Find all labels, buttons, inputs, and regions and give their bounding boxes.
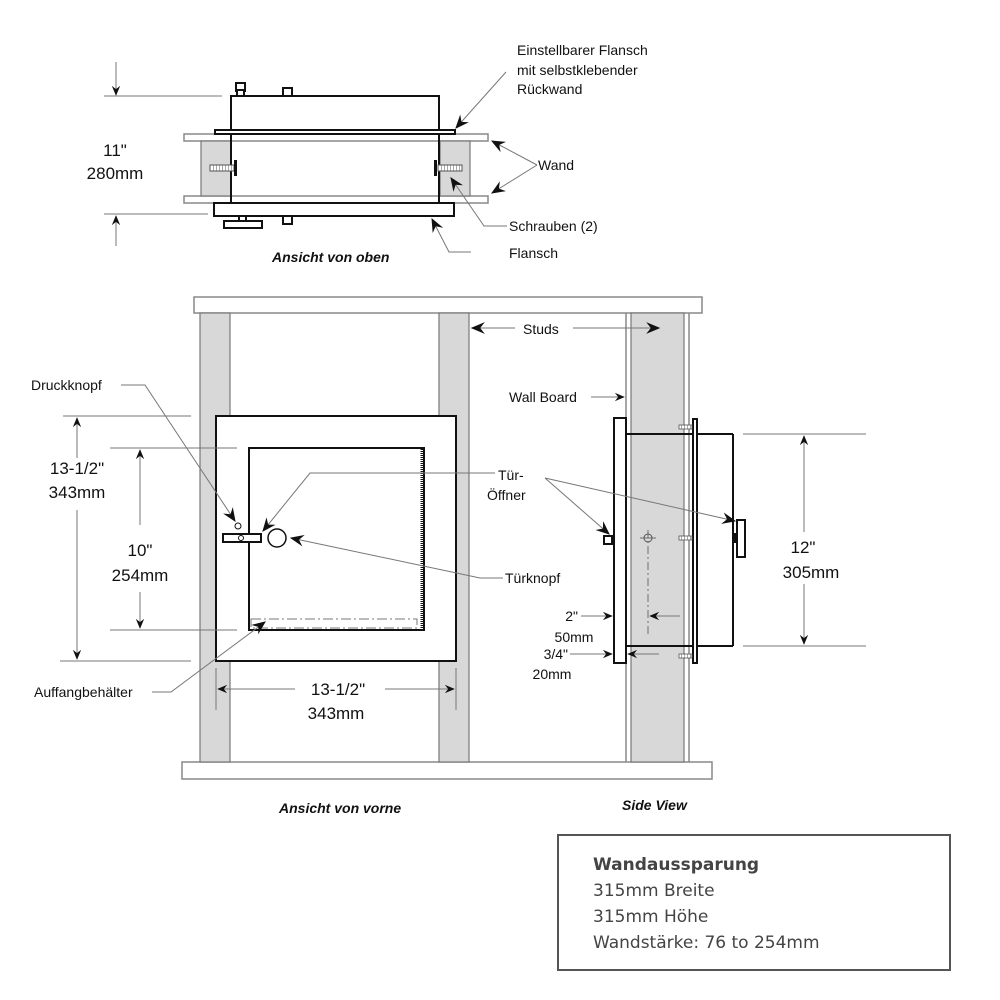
caption-top-view: Ansicht von oben <box>271 249 389 265</box>
depth-center-mm: 50mm <box>555 629 594 645</box>
leader-door-knob <box>289 534 503 579</box>
top-dim-mm: 280mm <box>87 164 144 183</box>
leader-screws <box>450 177 507 227</box>
label-wall-board: Wall Board <box>509 389 577 405</box>
label-adjustable-flange-2: mit selbstklebender <box>517 62 638 78</box>
caption-front-view: Ansicht von vorne <box>278 800 401 816</box>
outer-width-inch: 13-1/2" <box>311 680 365 699</box>
side-view: Wall Board 12" 305mm 2" 50mm 3/4" 20mm S… <box>509 389 866 813</box>
catch-tray <box>250 618 418 629</box>
top-view: 11" 280mm <box>87 42 648 265</box>
leader-flange <box>431 217 471 253</box>
depth-center-inch: 2" <box>565 608 578 624</box>
info-box-wall-thickness: Wandstärke: 76 to 254mm <box>593 933 820 953</box>
leader-wall <box>490 140 538 166</box>
bottom-plate <box>181 761 713 780</box>
stud-side <box>630 312 685 763</box>
label-screws: Schrauben (2) <box>509 218 598 234</box>
info-box-title: Wandaussparung <box>593 855 760 875</box>
front-flange <box>213 202 455 217</box>
info-box-width: 315mm Breite <box>593 881 715 901</box>
top-plate <box>193 296 703 314</box>
label-flange: Flansch <box>509 245 558 261</box>
tab <box>282 215 293 225</box>
leader-door-opener-side <box>544 477 610 535</box>
box-rear <box>230 95 440 134</box>
label-door-opener-2: Öffner <box>487 486 526 503</box>
label-adjustable-flange-3: Rückwand <box>517 81 582 97</box>
leader-push-button <box>121 384 236 522</box>
side-back-flange <box>692 418 698 664</box>
front-view: 13-1/2" 343mm 10" 254mm 13-1/2" 343mm Dr… <box>31 377 560 816</box>
caption-side-view: Side View <box>622 797 688 813</box>
tab <box>236 89 245 97</box>
side-screw <box>678 424 693 430</box>
wall-outer <box>183 133 489 142</box>
outer-height-mm: 343mm <box>49 483 106 502</box>
label-adjustable-flange-1: Einstellbarer Flansch <box>517 42 648 58</box>
door-height-mm: 254mm <box>112 566 169 585</box>
label-push-button: Druckknopf <box>31 377 102 393</box>
door-height-inch: 10" <box>128 541 153 560</box>
top-dim-inch: 11" <box>103 141 127 160</box>
label-door-opener-1: Tür- <box>498 467 524 483</box>
leader-door-opener <box>262 472 495 532</box>
flange-offset-mm: 20mm <box>533 666 572 682</box>
wall-cutout-info-box: Wandaussparung 315mm Breite 315mm Höhe W… <box>557 834 951 971</box>
label-studs: Studs <box>523 321 559 337</box>
leader-door-opener-rear <box>544 477 737 524</box>
tab <box>282 87 293 97</box>
side-front-flange <box>613 417 627 664</box>
side-height-inch: 12" <box>791 538 816 557</box>
adjustable-flange <box>214 129 456 135</box>
wall-inner <box>183 195 489 204</box>
label-door-knob: Türknopf <box>505 570 560 586</box>
info-box-height: 315mm Höhe <box>593 907 709 927</box>
side-door-opener <box>736 519 746 558</box>
label-wall: Wand <box>538 157 574 173</box>
leader-wall <box>491 164 538 194</box>
side-height-mm: 305mm <box>783 563 840 582</box>
outer-width-mm: 343mm <box>308 704 365 723</box>
side-button-stem <box>611 535 614 545</box>
flange-offset-inch: 3/4" <box>544 646 568 662</box>
leader-catch-tray <box>152 621 266 693</box>
door-knob <box>267 528 287 548</box>
side-opener-stem <box>733 533 737 543</box>
knob <box>223 220 263 229</box>
leader-adjustable-flange <box>455 71 507 129</box>
label-catch-tray: Auffangbehälter <box>34 684 133 700</box>
side-screw <box>678 653 693 659</box>
opener-pin <box>238 535 244 541</box>
outer-height-inch: 13-1/2" <box>50 459 104 478</box>
screw-right <box>434 160 463 176</box>
side-screw <box>678 535 693 541</box>
screw-left <box>209 160 237 176</box>
side-push-button <box>603 535 613 545</box>
box-body <box>230 132 440 204</box>
push-button <box>234 522 242 530</box>
